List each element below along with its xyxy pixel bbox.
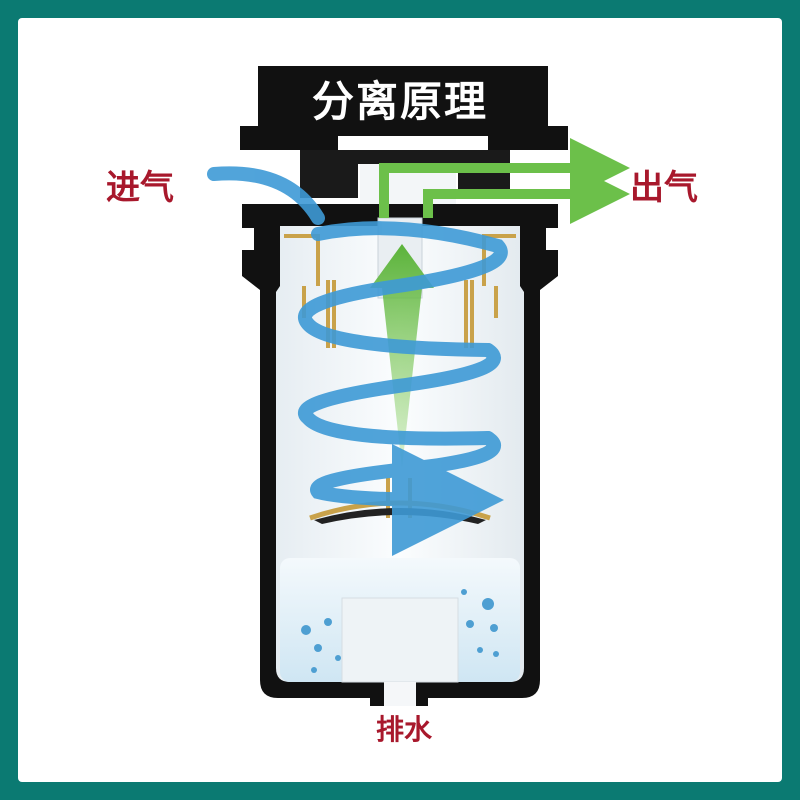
- inlet-label: 进气: [106, 168, 174, 208]
- housing-neck: [300, 150, 510, 198]
- drain-label: 排水: [376, 713, 433, 746]
- outlet-air-arrows: [379, 138, 630, 224]
- outlet-label: 出气: [630, 168, 698, 208]
- drain-block: [341, 597, 459, 683]
- water-droplets: [301, 589, 499, 673]
- diagram-title: 分离原理: [311, 77, 488, 126]
- clean-air-core: [370, 244, 434, 468]
- drain-outlet: [384, 682, 416, 706]
- separator-diagram: [207, 66, 630, 706]
- diagram-frame: 分离原理 进气 出气 排水: [18, 18, 782, 782]
- housing-head: [240, 66, 568, 150]
- inlet-air-spiral: [207, 166, 508, 556]
